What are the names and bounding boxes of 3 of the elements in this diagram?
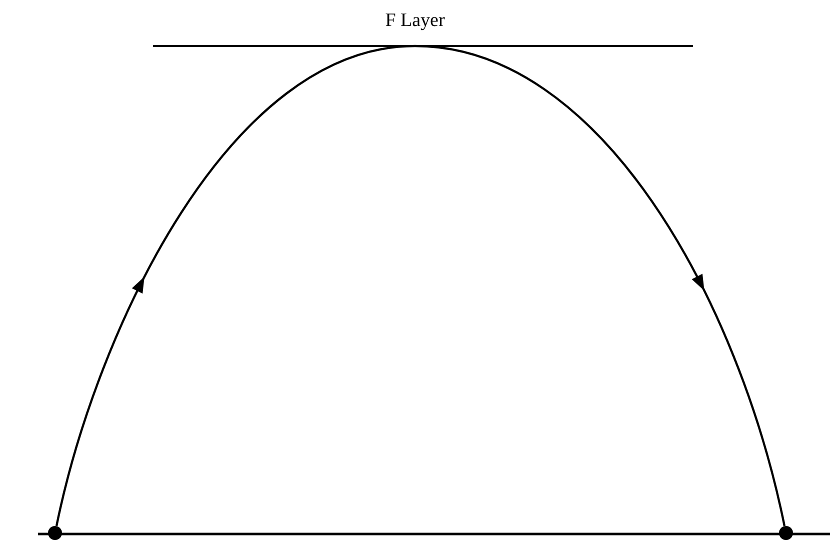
layer-label: F Layer bbox=[385, 10, 445, 32]
station-dot bbox=[779, 526, 793, 540]
station-dot bbox=[48, 526, 62, 540]
